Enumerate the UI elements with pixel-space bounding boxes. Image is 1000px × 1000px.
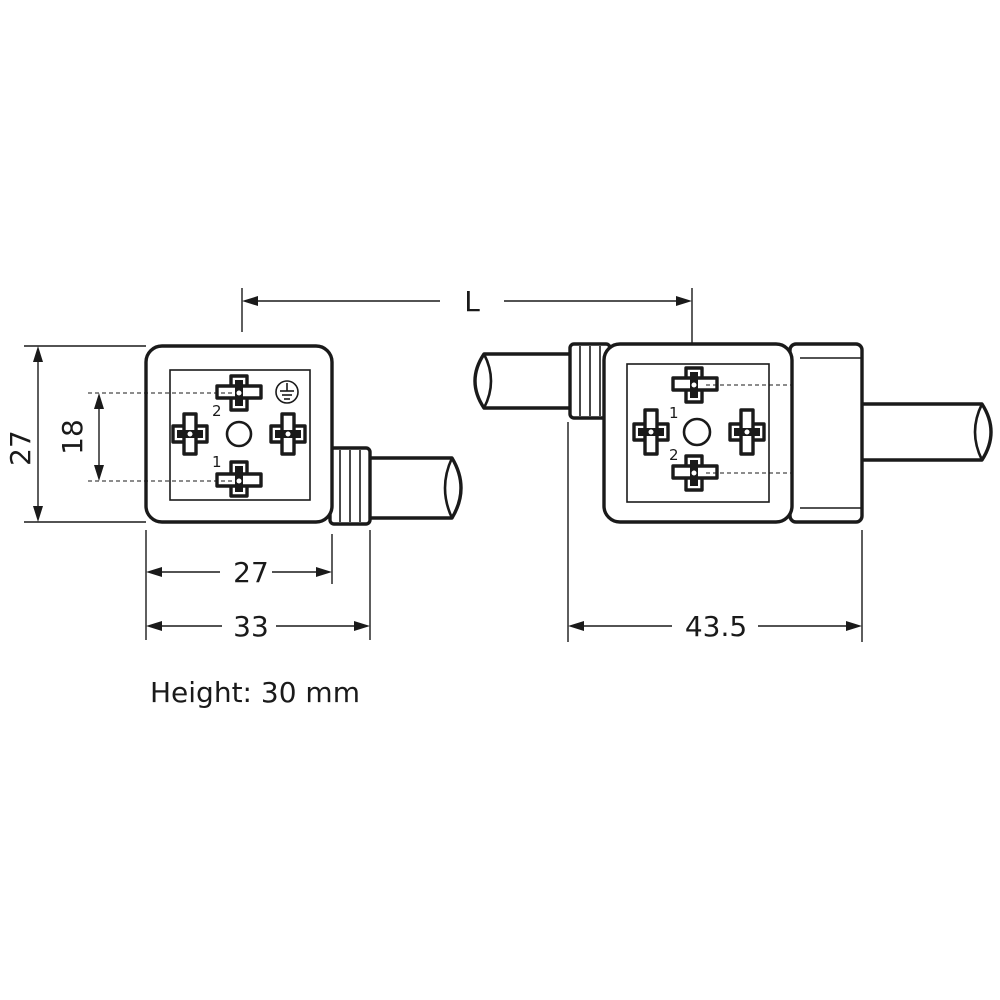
- side-pin-left: [632, 408, 670, 456]
- front-view: 2 1 27 18 27: [4, 344, 463, 643]
- front-face-inset: [169, 369, 311, 501]
- front-cable: [328, 446, 463, 526]
- front-width-inner-dimension: 27: [145, 530, 333, 640]
- front-pin-right: [269, 412, 307, 456]
- side-center-hole: [682, 417, 712, 447]
- pin-spacing-label: 18: [56, 419, 89, 455]
- side-rear-cap: [788, 342, 864, 524]
- side-housing: [602, 342, 794, 524]
- pin-spacing-dimension: 18: [56, 393, 104, 481]
- height-caption: Height: 30 mm: [150, 676, 360, 709]
- side-depth-dimension: 43.5: [567, 422, 863, 643]
- front-width-inner-label: 27: [233, 556, 269, 589]
- side-view: 1 2 43.5: [473, 342, 993, 643]
- side-pin-top: [671, 366, 719, 404]
- front-housing: [144, 344, 334, 524]
- front-pin-label-2: 2: [212, 402, 222, 420]
- side-depth-label: 43.5: [685, 610, 747, 643]
- front-pin-bottom: [215, 460, 263, 498]
- side-cable-right: [858, 402, 993, 462]
- length-label: L: [464, 285, 480, 318]
- side-cable-left: [473, 342, 612, 420]
- length-dimension: L: [241, 285, 693, 346]
- center-hole: [225, 420, 253, 448]
- side-pin-right: [728, 408, 766, 456]
- front-pin-label-1: 1: [212, 453, 222, 471]
- front-pin-left: [171, 412, 209, 456]
- side-face-inset: [626, 363, 770, 503]
- side-pin-label-1: 1: [669, 404, 679, 422]
- side-pin-label-2: 2: [669, 446, 679, 464]
- front-height-dimension: 27: [4, 345, 146, 523]
- ground-icon: [275, 380, 299, 404]
- front-height-label: 27: [4, 430, 37, 466]
- side-pin-bottom: [671, 454, 719, 492]
- front-width-outer-dimension: 33: [146, 530, 371, 643]
- front-width-outer-label: 33: [233, 610, 269, 643]
